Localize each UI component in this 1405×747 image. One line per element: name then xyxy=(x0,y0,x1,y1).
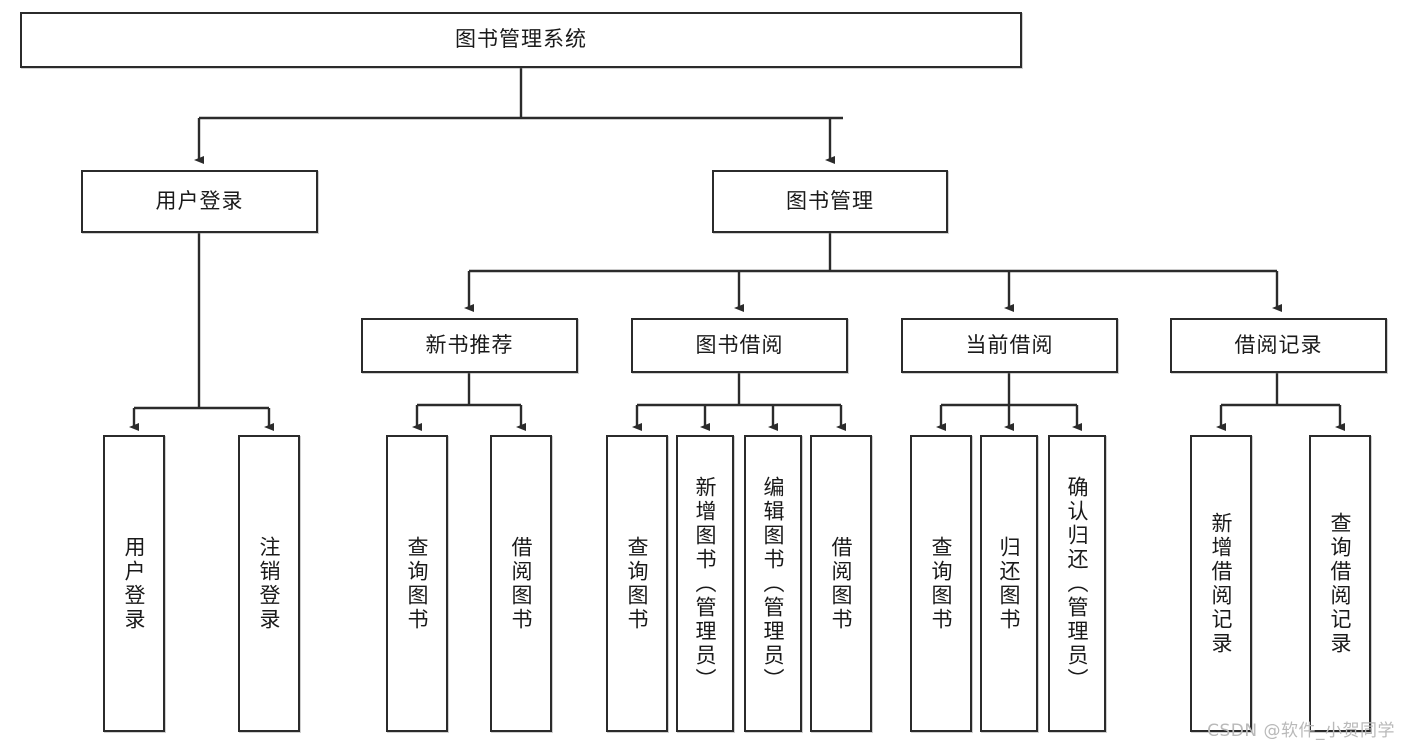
node-root-system[interactable]: 图书管理系统 xyxy=(20,12,1022,68)
leaf-current-query-book[interactable]: 查询图书 xyxy=(910,435,972,732)
leaf-label: 注销登录 xyxy=(257,535,282,632)
node-user-login[interactable]: 用户登录 xyxy=(81,170,318,233)
leaf-label: 查询借阅记录 xyxy=(1328,511,1353,656)
leaf-recommend-borrow-book[interactable]: 借阅图书 xyxy=(490,435,552,732)
leaf-label: 新增借阅记录 xyxy=(1209,511,1234,656)
node-current-borrow[interactable]: 当前借阅 xyxy=(901,318,1118,373)
leaf-record-query-record[interactable]: 查询借阅记录 xyxy=(1309,435,1371,732)
leaf-label: 新增图书（管理员） xyxy=(693,475,718,692)
leaf-label: 借阅图书 xyxy=(829,535,854,632)
csdn-watermark: CSDN @软件_小贺同学 xyxy=(1207,721,1395,741)
node-book-management[interactable]: 图书管理 xyxy=(712,170,948,233)
leaf-label: 确认归还（管理员） xyxy=(1065,475,1090,692)
leaf-recommend-query-book[interactable]: 查询图书 xyxy=(386,435,448,732)
leaf-borrow-add-book-admin[interactable]: 新增图书（管理员） xyxy=(676,435,734,732)
leaf-current-confirm-return-admin[interactable]: 确认归还（管理员） xyxy=(1048,435,1106,732)
leaf-current-return-book[interactable]: 归还图书 xyxy=(980,435,1038,732)
leaf-user-login-login[interactable]: 用户登录 xyxy=(103,435,165,732)
leaf-label: 编辑图书（管理员） xyxy=(761,475,786,692)
node-new-book-recommend[interactable]: 新书推荐 xyxy=(361,318,578,373)
leaf-label: 用户登录 xyxy=(122,535,147,632)
leaf-record-add-record[interactable]: 新增借阅记录 xyxy=(1190,435,1252,732)
node-borrow-record[interactable]: 借阅记录 xyxy=(1170,318,1387,373)
leaf-borrow-edit-book-admin[interactable]: 编辑图书（管理员） xyxy=(744,435,802,732)
leaf-label: 查询图书 xyxy=(405,535,430,632)
leaf-label: 查询图书 xyxy=(929,535,954,632)
leaf-borrow-borrow-book[interactable]: 借阅图书 xyxy=(810,435,872,732)
node-book-borrow[interactable]: 图书借阅 xyxy=(631,318,848,373)
leaf-label: 借阅图书 xyxy=(509,535,534,632)
leaf-user-login-logout[interactable]: 注销登录 xyxy=(238,435,300,732)
leaf-label: 查询图书 xyxy=(625,535,650,632)
leaf-borrow-query-book[interactable]: 查询图书 xyxy=(606,435,668,732)
leaf-label: 归还图书 xyxy=(997,535,1022,632)
